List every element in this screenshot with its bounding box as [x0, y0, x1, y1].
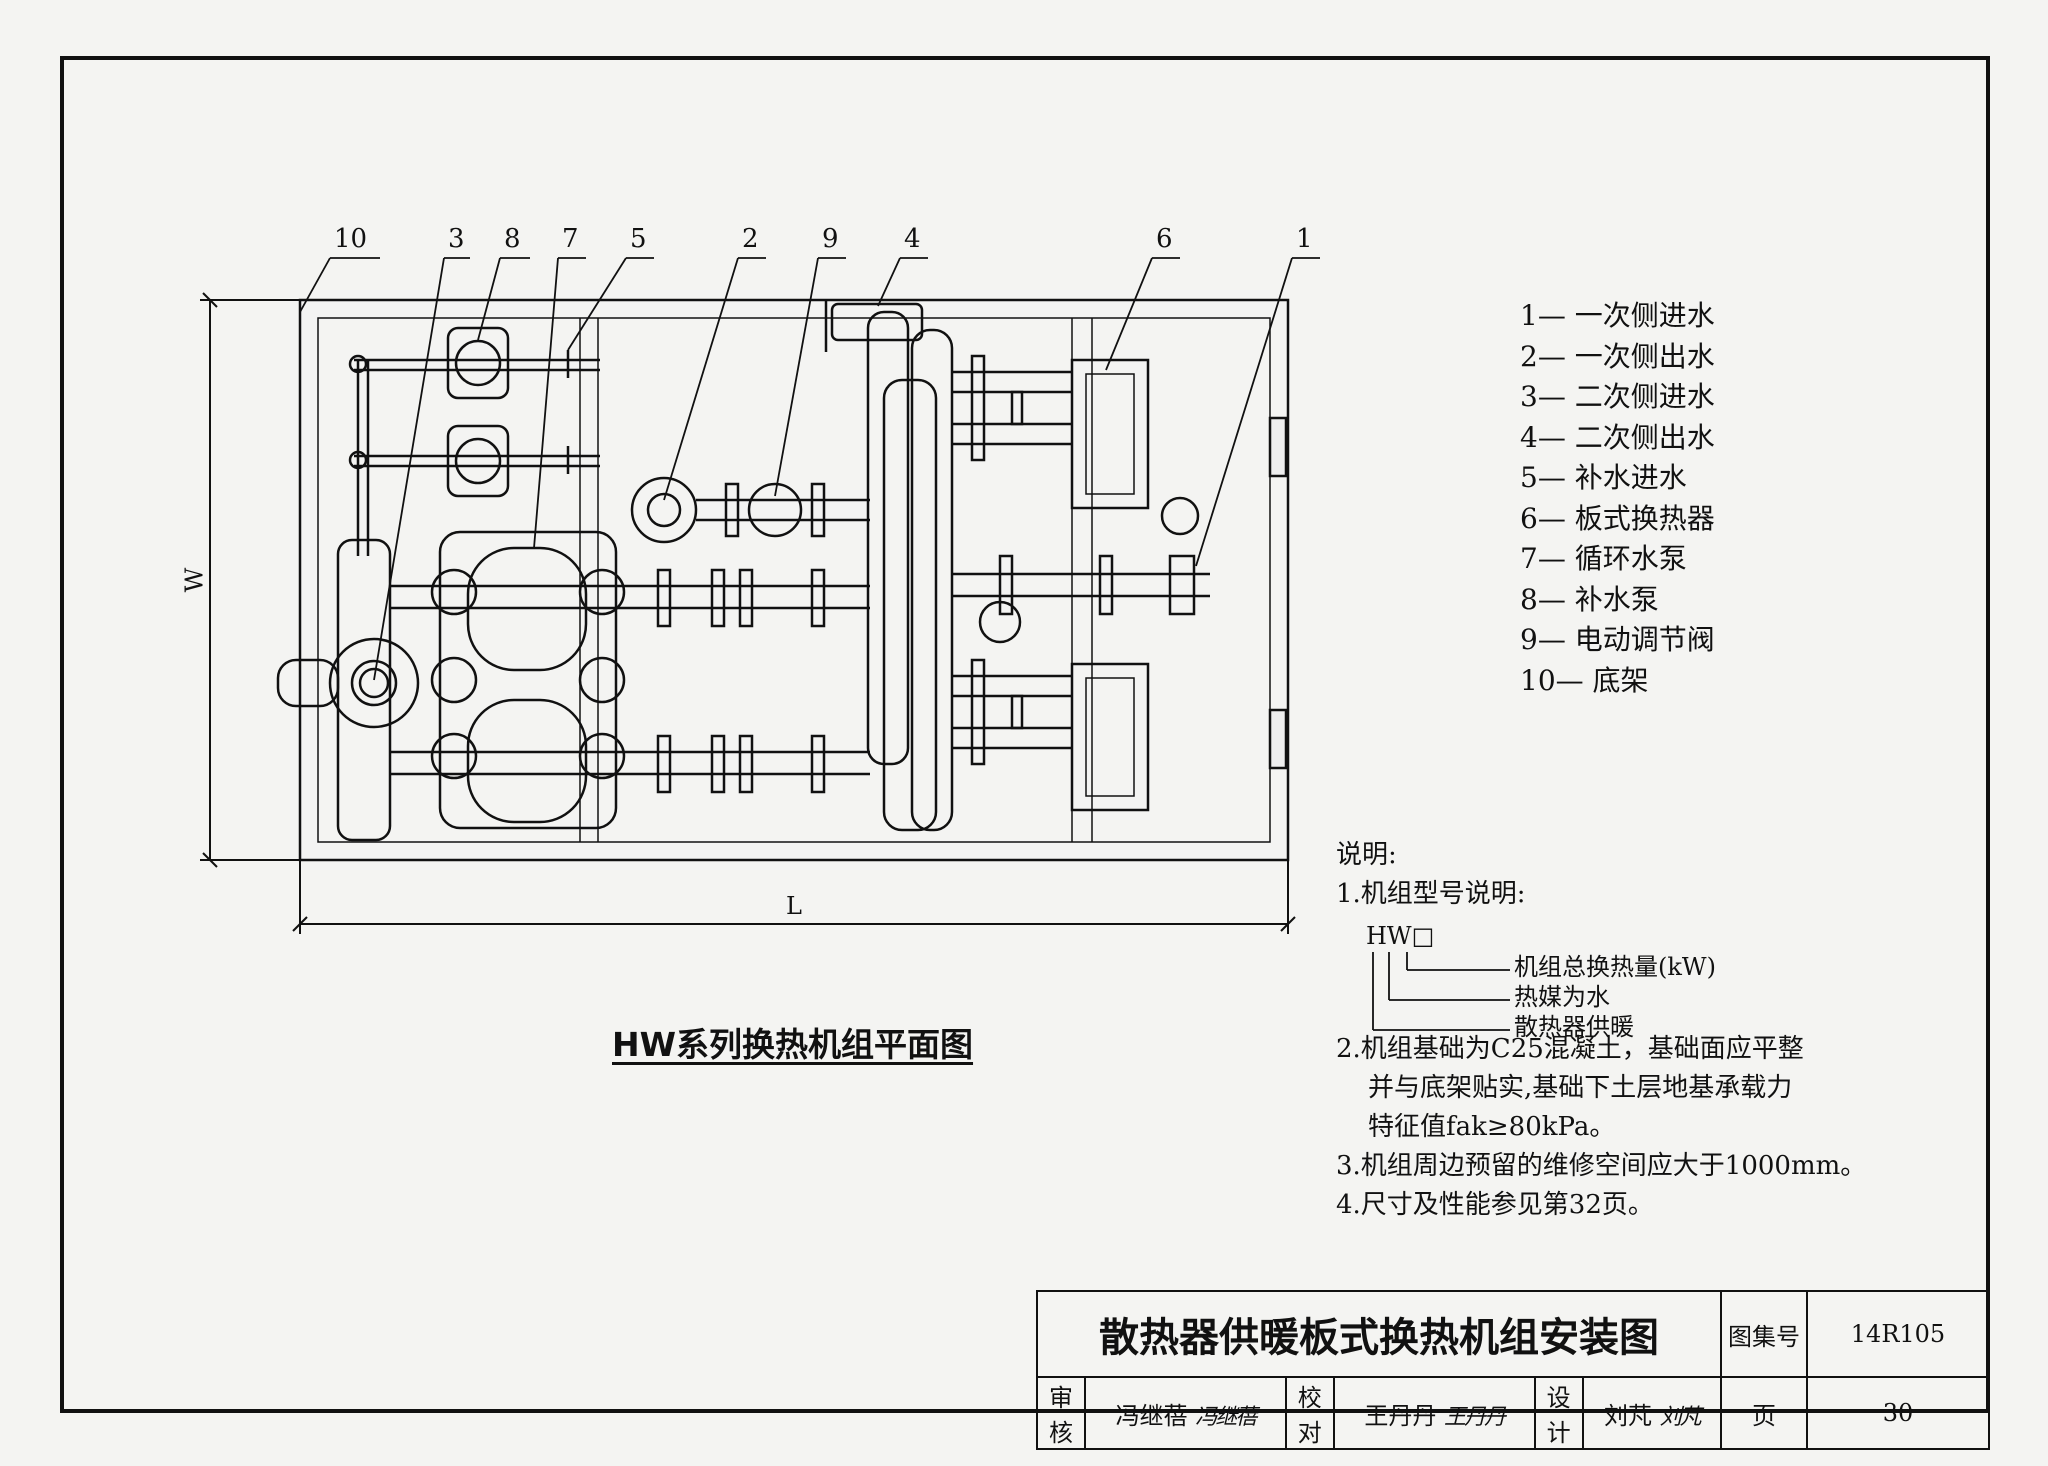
checker-signature: 王丹丹	[1443, 1404, 1506, 1430]
model-item: 热媒为水	[1514, 983, 1610, 1011]
legend-item: 10— 底架	[1520, 663, 1649, 697]
legend-item: 3— 二次侧进水	[1520, 380, 1715, 413]
title-block: 散热器供暖板式换热机组安装图 图集号 14R105 审核 冯继蓓 冯继蓓 校对 …	[1036, 1290, 1990, 1450]
designer-name: 刘芃	[1603, 1401, 1652, 1430]
note-1: 1.机组型号说明:	[1336, 879, 1526, 909]
callout-3: 3	[448, 224, 465, 254]
note-4: 4.尺寸及性能参见第32页。	[1336, 1190, 1654, 1220]
dimension-l-label: L	[786, 892, 802, 920]
callout-7: 7	[562, 224, 579, 254]
dimension-w-label: W	[180, 567, 209, 593]
atlas-label: 图集号	[1720, 1290, 1808, 1378]
legend-item: 1— 一次侧进水	[1520, 299, 1715, 332]
design-label: 设计	[1546, 1384, 1571, 1447]
legend-item: 2— 一次侧出水	[1520, 339, 1715, 373]
page-number: 30	[1806, 1376, 1990, 1450]
secondary-outlet-headers	[824, 300, 954, 832]
model-item: 机组总换热量(kW)	[1514, 953, 1716, 981]
checker-name: 王丹丹	[1364, 1401, 1437, 1430]
model-code: HW□	[1366, 922, 1435, 950]
drawing-caption: HW系列换热机组平面图	[612, 1025, 974, 1064]
reviewer-signature: 冯继蓓	[1195, 1404, 1257, 1430]
plate-heat-exchanger	[952, 354, 1150, 812]
makeup-pumps	[348, 326, 600, 556]
atlas-number: 14R105	[1806, 1290, 1990, 1378]
check-label: 校对	[1297, 1384, 1322, 1447]
drawing-frame	[60, 56, 1990, 1413]
callout-8: 8	[504, 224, 521, 254]
notes-heading: 说明:	[1336, 840, 1397, 870]
leader-lines	[299, 257, 1320, 681]
primary-outlet-valve	[630, 476, 870, 544]
legend-item: 8— 补水泵	[1520, 582, 1659, 616]
note-2a: 2.机组基础为C25混凝土，基础面应平整	[1336, 1034, 1804, 1064]
legend-item: 5— 补水进水	[1520, 461, 1687, 494]
legend-item: 6— 板式换热器	[1520, 501, 1715, 535]
legend-item: 9— 电动调节阀	[1520, 623, 1715, 656]
callout-9: 9	[822, 224, 839, 254]
dimensions	[200, 292, 1296, 934]
callout-6: 6	[1156, 224, 1173, 254]
circulation-pumps	[430, 530, 626, 830]
component-legend: 1— 一次侧进水 2— 一次侧出水 3— 二次侧进水 4— 二次侧出水 5— 补…	[1520, 296, 1715, 701]
callout-1: 1	[1296, 224, 1313, 254]
secondary-inlet-header	[276, 538, 420, 842]
designer-signature: 刘芃	[1659, 1404, 1702, 1430]
notes: 说明: 1.机组型号说明: 2.机组基础为C25混凝土，基础面应平整 并与底架贴…	[1336, 836, 1866, 1225]
review-label: 审核	[1049, 1384, 1073, 1447]
legend-item: 4— 二次侧出水	[1520, 420, 1715, 454]
legend-item: 7— 循环水泵	[1520, 542, 1687, 575]
main-pipes	[390, 568, 870, 794]
primary-inlet	[952, 496, 1210, 644]
base-frame	[298, 298, 1290, 862]
model-code-brackets	[1372, 952, 1510, 1031]
reviewer-name: 冯继蓓	[1115, 1401, 1188, 1430]
callout-10: 10	[334, 224, 368, 254]
note-2c: 特征值fak≥80kPa。	[1368, 1112, 1616, 1142]
model-items: 机组总换热量(kW) 热媒为水 散热器供暖	[1514, 952, 1716, 1042]
callout-4: 4	[904, 224, 921, 254]
page-label: 页	[1720, 1376, 1808, 1450]
callout-5: 5	[630, 224, 647, 254]
callout-2: 2	[742, 224, 759, 254]
note-3: 3.机组周边预留的维修空间应大于1000mm。	[1336, 1151, 1867, 1181]
model-item: 散热器供暖	[1514, 1013, 1634, 1041]
sheet-title: 散热器供暖板式换热机组安装图	[1036, 1290, 1722, 1378]
note-2b: 并与底架贴实,基础下土层地基承载力	[1368, 1073, 1793, 1103]
